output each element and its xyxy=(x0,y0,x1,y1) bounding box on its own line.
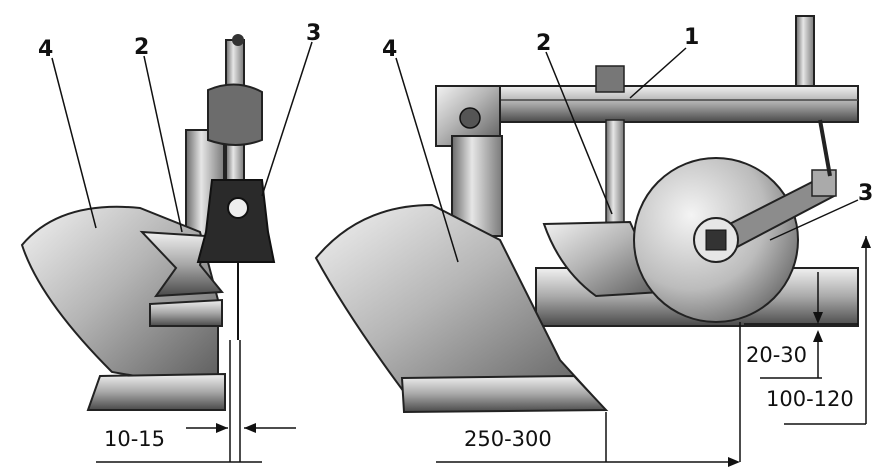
clamp-2 xyxy=(595,65,625,93)
left-coulter-knob xyxy=(232,34,244,46)
leader-right-4 xyxy=(395,57,459,263)
callout-right-4: 4 xyxy=(382,37,397,62)
callout-left-2: 2 xyxy=(134,35,149,60)
skimmer xyxy=(542,220,664,298)
left-runner xyxy=(86,372,226,411)
callout-left-4: 4 xyxy=(38,37,53,62)
right-plough-view xyxy=(314,15,871,467)
leader-right-2 xyxy=(545,51,613,215)
dim-100-120-label: 100-120 xyxy=(766,387,854,411)
top-pin xyxy=(795,15,815,87)
callout-right-2: 2 xyxy=(536,31,551,56)
dim-250-300-label: 250-300 xyxy=(464,427,552,451)
right-runner xyxy=(400,374,609,414)
callout-right-3: 3 xyxy=(858,181,873,206)
callout-right-1: 1 xyxy=(684,25,699,50)
leader-right-1 xyxy=(629,47,687,99)
left-disc-edge xyxy=(196,179,276,263)
right-post xyxy=(451,135,503,237)
left-hub xyxy=(227,197,249,219)
dim-10-15-label: 10-15 xyxy=(104,427,165,451)
leader-right-3 xyxy=(769,199,859,241)
left-clamp xyxy=(207,83,263,146)
skimmer-stalk xyxy=(605,119,625,231)
leader-left-2 xyxy=(143,55,183,233)
left-plough-view xyxy=(20,34,313,463)
callout-left-3: 3 xyxy=(306,21,321,46)
leader-left-3 xyxy=(261,41,313,197)
frame-beam xyxy=(435,85,859,123)
dim-20-30-label: 20-30 xyxy=(746,343,807,367)
left-share-lower xyxy=(149,298,223,327)
leader-left-4 xyxy=(51,57,97,229)
